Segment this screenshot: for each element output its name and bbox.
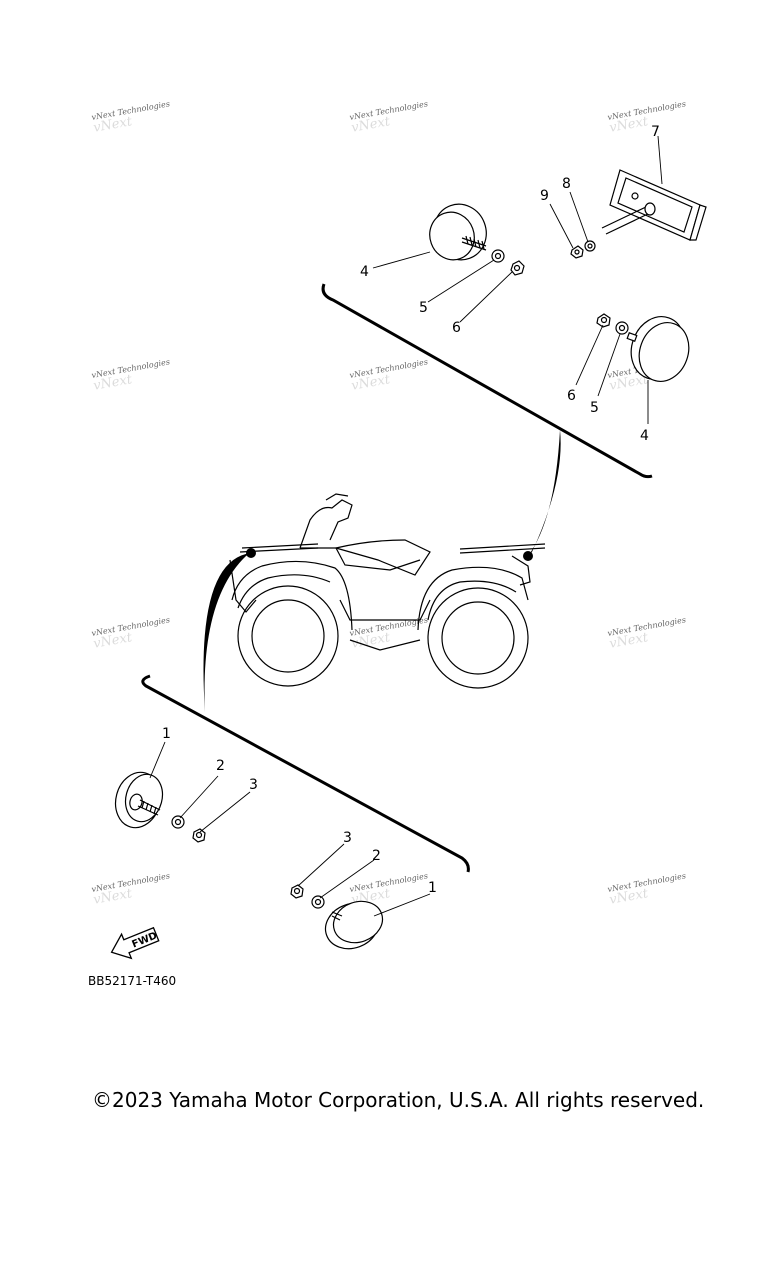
watermark: vNext vNext Technologies	[91, 615, 171, 652]
watermark: vNext vNext Technologies	[91, 357, 171, 394]
reflector-1-left	[114, 771, 164, 829]
svg-text:vNext: vNext	[350, 372, 392, 394]
fwd-arrow-icon: FWD	[110, 926, 160, 960]
washer-8	[584, 240, 596, 252]
callout-1-left: 1	[162, 726, 171, 742]
washer-2-right	[311, 895, 325, 909]
callout-6-upper: 6	[452, 320, 461, 336]
svg-text:vNext: vNext	[92, 114, 134, 136]
nut-9	[570, 245, 584, 259]
leader-lines	[149, 135, 663, 917]
svg-text:vNext: vNext	[608, 630, 650, 652]
copyright-notice: ©2023 Yamaha Motor Corporation, U.S.A. A…	[92, 1088, 705, 1112]
callout-6-right: 6	[567, 388, 576, 404]
watermark: vNext vNext Technologies	[91, 871, 171, 908]
svg-text:vNext: vNext	[350, 114, 392, 136]
atv-illustration	[229, 493, 546, 689]
callout-1-right: 1	[428, 880, 437, 896]
watermark: vNext vNext Technologies	[607, 871, 687, 908]
reflector-4-right	[626, 316, 690, 382]
callout-numbers: 4 5 6 7 8 9 6 5 4 1 2 3 3 2 1	[162, 124, 660, 896]
reflector-7	[601, 169, 707, 241]
nut-3-left	[192, 828, 206, 843]
watermark: vNext vNext Technologies	[607, 99, 687, 136]
nut-6-upper	[510, 260, 525, 276]
leader-upper	[528, 430, 561, 556]
diagram-code: BB52171-T460	[88, 974, 177, 988]
right-wheel	[427, 587, 529, 689]
svg-text:vNext: vNext	[608, 114, 650, 136]
reflector-1-right	[324, 900, 384, 950]
callout-2-left: 2	[216, 758, 225, 774]
callout-5-right: 5	[590, 400, 599, 416]
watermarks: vNext vNext Technologies vNext vNext Tec…	[91, 99, 687, 908]
svg-text:vNext: vNext	[350, 630, 392, 652]
group-bracket-upper	[321, 283, 653, 479]
svg-text:vNext: vNext	[92, 372, 134, 394]
washer-2-left	[171, 815, 185, 829]
washer-5-right	[615, 321, 629, 335]
watermark: vNext vNext Technologies	[349, 99, 429, 136]
svg-text:vNext: vNext	[92, 886, 134, 908]
callout-3-left: 3	[249, 777, 258, 793]
group-bracket-lower	[141, 674, 470, 873]
callout-4-right: 4	[640, 428, 649, 444]
callout-3-right: 3	[343, 830, 352, 846]
watermark: vNext vNext Technologies	[607, 615, 687, 652]
svg-text:vNext: vNext	[92, 630, 134, 652]
callout-9: 9	[540, 188, 549, 204]
watermark: vNext vNext Technologies	[91, 99, 171, 136]
nut-3-right	[290, 884, 304, 899]
callout-4-upper: 4	[360, 264, 369, 280]
reflector-4-upper	[429, 203, 487, 261]
nut-6-right	[596, 313, 611, 328]
left-wheel	[237, 585, 339, 687]
callout-5-upper: 5	[419, 300, 428, 316]
svg-text:vNext: vNext	[608, 886, 650, 908]
washer-5-upper	[491, 249, 505, 263]
svg-text:vNext: vNext	[608, 372, 650, 394]
callout-7: 7	[651, 124, 660, 140]
callout-8: 8	[562, 176, 571, 192]
watermark: vNext vNext Technologies	[349, 357, 429, 394]
callout-2-right: 2	[372, 848, 381, 864]
leader-lower	[203, 553, 251, 712]
